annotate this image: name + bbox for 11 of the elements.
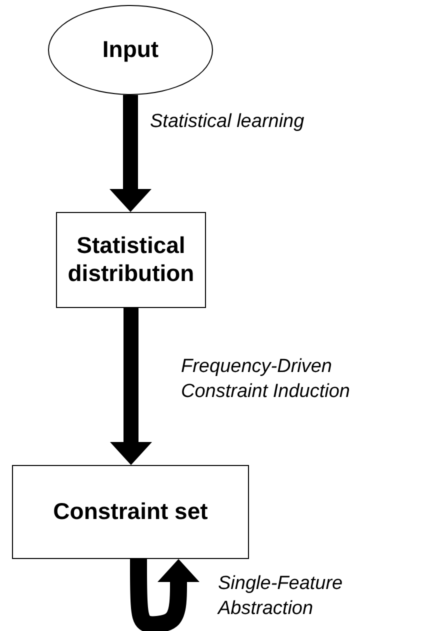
process-box [56,212,206,308]
node-label: Constraint set [53,498,208,526]
edge-label: Frequency-Driven Constraint Induction [181,355,351,404]
process-box [12,465,249,559]
edge-label: Single-Feature Abstraction [218,572,344,621]
node-label: Input [102,36,159,64]
node-label: Statistical distribution [66,232,196,288]
arrow [110,308,152,465]
edge-label: Statistical learning [150,110,306,134]
arrow [110,95,152,212]
arrow [130,558,200,631]
